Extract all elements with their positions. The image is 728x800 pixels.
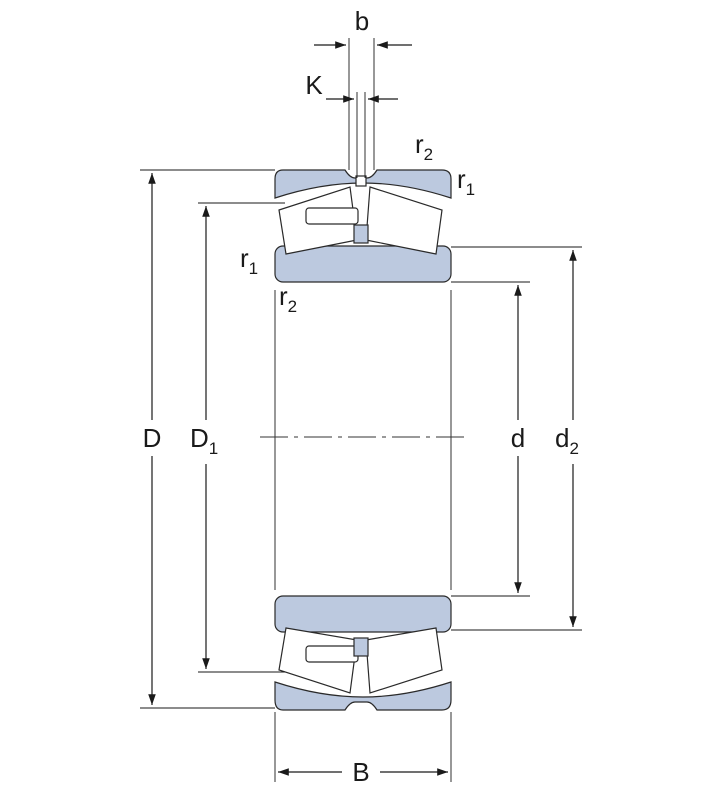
dimension-K: K	[305, 70, 398, 178]
label-B: B	[352, 757, 369, 787]
lower-right-roller	[365, 627, 443, 694]
upper-right-roller	[365, 186, 443, 255]
upper-guide-ring	[305, 207, 359, 225]
label-D1: D1	[190, 423, 218, 458]
dimension-d2: d2	[451, 246, 595, 631]
dimension-D: D	[135, 169, 275, 709]
lubrication-hole	[355, 175, 367, 187]
upper-inner-ring	[274, 245, 452, 283]
label-r1-top: r1	[457, 164, 475, 199]
lower-inner-ring	[274, 595, 452, 633]
dimension-d: d	[451, 281, 533, 597]
label-d2: d2	[555, 423, 579, 458]
lower-guide-ring	[305, 645, 359, 663]
label-d: d	[511, 423, 525, 453]
upper-cage-bridge	[353, 224, 369, 244]
upper-section	[274, 169, 452, 283]
dimension-D1: D1	[186, 202, 285, 673]
lower-cage-bridge	[353, 637, 369, 657]
bearing-body	[274, 290, 452, 590]
label-r2-top: r2	[415, 129, 433, 164]
dimension-B: B	[274, 712, 452, 787]
label-D: D	[143, 423, 162, 453]
label-K: K	[305, 70, 323, 100]
label-r2-left: r2	[279, 281, 297, 316]
label-b: b	[355, 6, 369, 36]
label-r1-left: r1	[240, 243, 258, 278]
lower-outer-ring	[274, 681, 452, 711]
lower-section	[274, 595, 452, 711]
dimension-b: b	[314, 6, 412, 170]
